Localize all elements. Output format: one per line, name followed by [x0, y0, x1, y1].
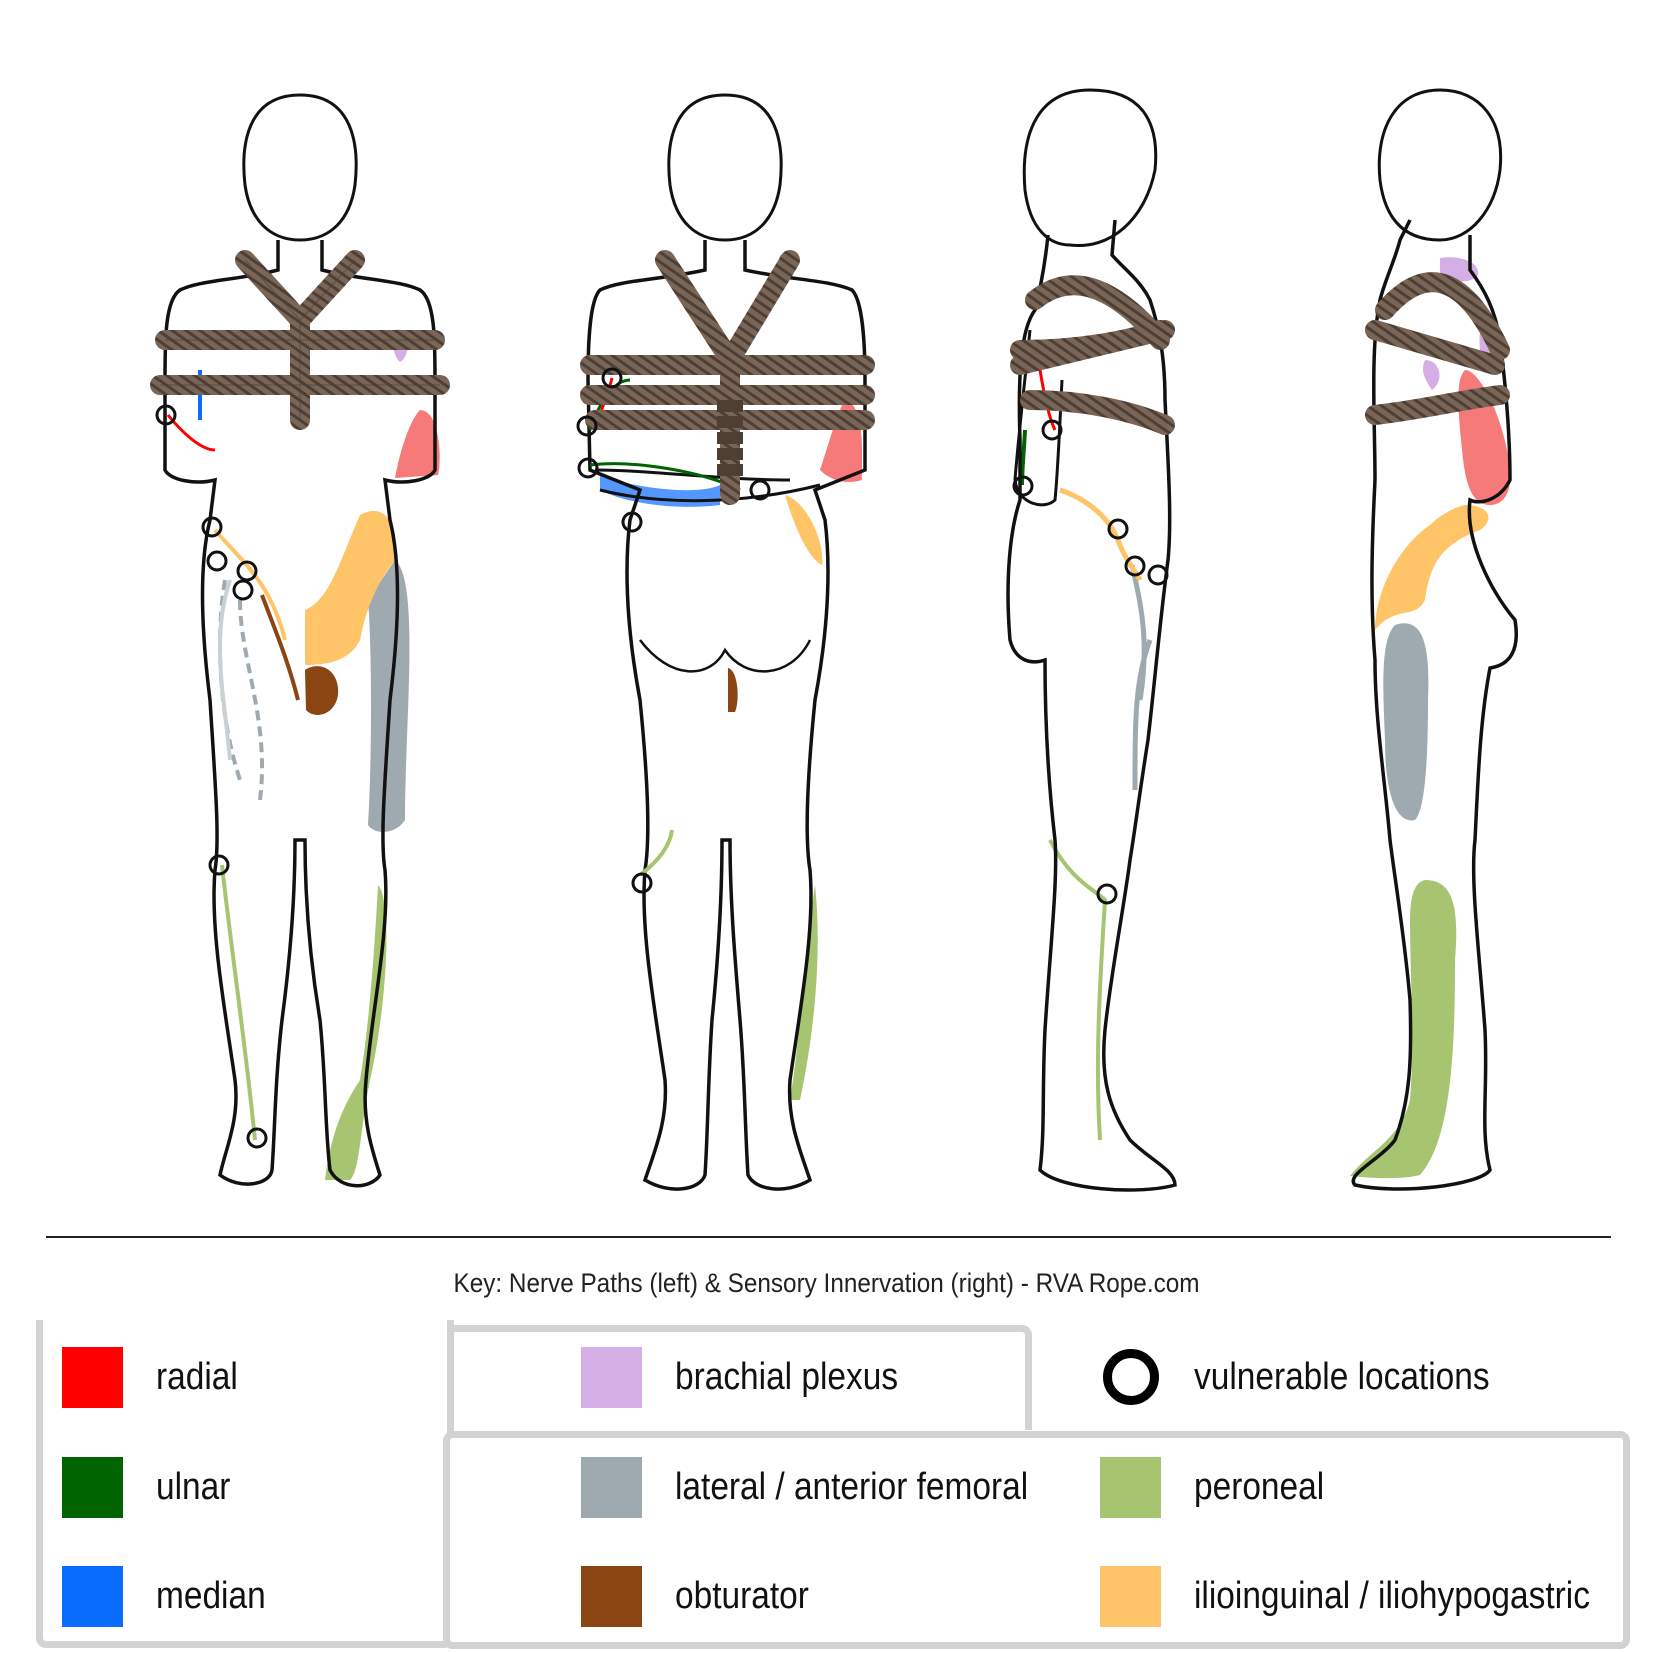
front-peroneal-zone	[325, 885, 387, 1180]
side1-head	[1022, 88, 1158, 248]
back-obturator-zone	[728, 668, 738, 712]
obturator-swatch	[581, 1565, 642, 1627]
legend-item-vulnerable: vulnerable locations	[1100, 1346, 1530, 1408]
legend-item-peroneal: peroneal	[1100, 1456, 1342, 1518]
ilio-swatch	[1100, 1565, 1161, 1627]
front-head	[242, 93, 358, 242]
front-vulnerable-points	[155, 404, 268, 1149]
front-peroneal-nerve	[220, 864, 257, 1141]
peroneal-swatch	[1100, 1456, 1161, 1518]
back-glutes	[639, 639, 812, 673]
back-body-outline	[586, 240, 867, 1191]
legend-label-ulnar: ulnar	[156, 1465, 231, 1508]
front-femoral-nerve	[218, 579, 265, 801]
side2-peroneal-zone	[1350, 880, 1457, 1179]
left-side-view-figure	[1006, 88, 1177, 1192]
legend-label-femoral: lateral / anterior femoral	[675, 1465, 1029, 1508]
side1-peroneal-nerve	[1048, 839, 1108, 1141]
back-median-zone	[600, 475, 720, 507]
body-diagram	[150, 88, 1518, 1192]
back-arms-crossed	[594, 468, 821, 503]
legend-label-ilio: ilioinguinal / iliohypogastric	[1194, 1574, 1590, 1617]
front-femoral-zone	[368, 560, 410, 832]
radial-swatch	[62, 1346, 123, 1408]
ulnar-swatch	[62, 1456, 123, 1518]
legend-item-ulnar: ulnar	[62, 1456, 241, 1518]
front-radial-nerve	[166, 414, 216, 452]
side2-head	[1377, 88, 1503, 242]
legend-label-obturator: obturator	[675, 1574, 809, 1617]
front-view-figure	[150, 93, 450, 1188]
front-obturator-nerve	[260, 594, 300, 701]
side2-rope-harness	[1365, 272, 1510, 425]
back-view-figure	[576, 93, 875, 1191]
ring-icon	[1100, 1347, 1161, 1408]
legend-item-median: median	[62, 1565, 281, 1627]
legend-label-median: median	[156, 1574, 266, 1617]
legend-label-brachial-plexus: brachial plexus	[675, 1355, 899, 1398]
legend-label-radial: radial	[156, 1355, 238, 1398]
legend-item-ilio: ilioinguinal / iliohypogastric	[1100, 1565, 1644, 1627]
side1-body-outline	[1006, 219, 1177, 1192]
front-femoral-nerve-solid	[217, 579, 232, 761]
front-obturator-zone	[305, 666, 339, 715]
median-swatch	[62, 1565, 123, 1627]
side1-femoral-nerve	[1129, 564, 1153, 791]
side1-rope-harness	[1010, 275, 1175, 435]
front-body-outline	[163, 240, 437, 1188]
side1-ulnar-nerve	[1020, 429, 1027, 486]
femoral-swatch	[581, 1456, 642, 1518]
side1-vulnerable-points	[1012, 419, 1169, 905]
legend-item-radial: radial	[62, 1346, 249, 1408]
front-ilio-zone	[305, 511, 397, 665]
legend-item-obturator: obturator	[581, 1565, 827, 1627]
front-ilio-nerve	[213, 528, 287, 641]
side2-ilio-zone	[1375, 505, 1489, 630]
front-radial-zone	[395, 410, 440, 478]
back-vulnerable-points	[576, 367, 771, 894]
divider-line	[46, 1236, 1611, 1238]
side2-body-outline	[1351, 219, 1518, 1191]
back-peroneal-nerve	[638, 829, 674, 877]
legend-item-femoral: lateral / anterior femoral	[581, 1456, 1076, 1518]
right-side-view-figure	[1350, 88, 1518, 1191]
brachial-plexus-swatch	[581, 1346, 642, 1408]
back-ilio-zone	[785, 495, 823, 565]
legend-label-peroneal: peroneal	[1194, 1465, 1325, 1508]
legend-item-brachial-plexus: brachial plexus	[581, 1346, 928, 1408]
front-rope-harness-edge	[160, 259, 440, 420]
legend-label-vulnerable: vulnerable locations	[1194, 1355, 1490, 1398]
side1-ilio-nerve	[1059, 487, 1143, 582]
key-caption: Key: Nerve Paths (left) & Sensory Innerv…	[453, 1268, 1200, 1298]
back-head	[667, 93, 783, 242]
side2-femoral-zone	[1383, 623, 1429, 821]
